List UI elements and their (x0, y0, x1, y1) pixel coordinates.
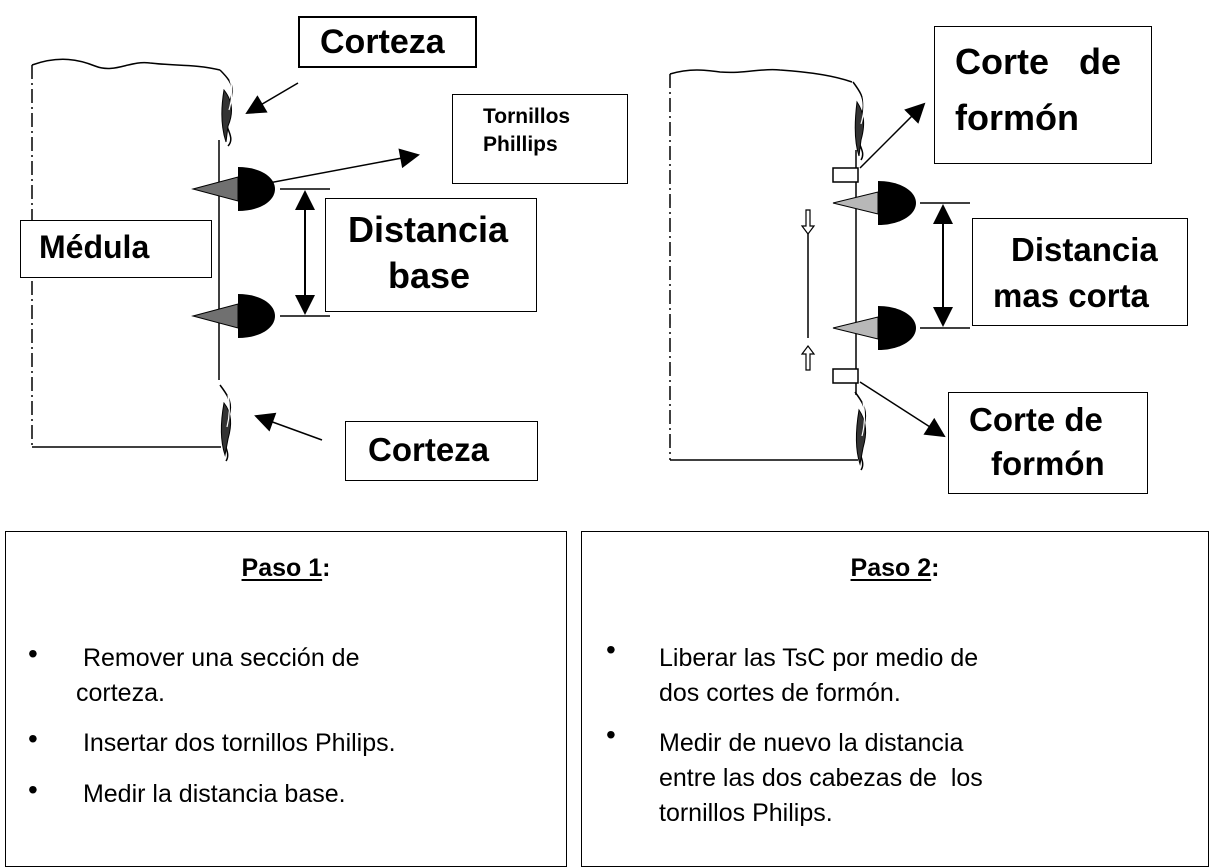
step-2-bullet-1-line-1: Liberar las TsC por medio de (659, 644, 979, 672)
label-distancia-mas-corta: Distancia mas corta (972, 218, 1188, 326)
bullet-dot: • (606, 634, 616, 665)
label-tornillos-line-1: Tornillos (483, 105, 571, 128)
label-corte-formon-top: Corte de formón (934, 26, 1152, 164)
label-corte-formon-bottom: Corte de formón (948, 392, 1148, 494)
right-bark-fragment-top (852, 81, 865, 161)
bullet-dot: • (28, 638, 38, 669)
label-distancia-corta-line-1: Distancia (1011, 231, 1158, 268)
step-2-bullet-1-line-2: dos cortes de formón. (659, 679, 901, 707)
step-2-title-colon: : (931, 554, 940, 582)
label-corteza-bottom-text: Corteza (368, 431, 490, 468)
arrow-to-screws-label (241, 148, 420, 189)
step-1-title: Paso 1: (6, 554, 566, 583)
left-top-edge (31, 58, 221, 71)
step-2-bullet-2-line-3: tornillos Philips. (659, 799, 833, 827)
right-tree-section (669, 68, 970, 471)
label-distancia-base-line-2: base (388, 255, 471, 296)
right-bark-fragment-bottom (854, 391, 867, 471)
arrow-to-top-bark (245, 82, 299, 115)
label-corte-bottom-line-2: formón (991, 445, 1105, 482)
step-1-bullet-3-line-1: Medir la distancia base. (76, 780, 346, 808)
label-medula: Médula (20, 220, 212, 278)
bark-fragment-top (219, 69, 234, 147)
right-screw-upper (832, 181, 916, 225)
step-1-title-underlined: Paso 1 (241, 554, 323, 582)
bark-fragment-bottom (219, 384, 232, 462)
step-2-bullet-2-line-1: Medir de nuevo la distancia (659, 729, 964, 757)
label-tornillos-line-2: Phillips (483, 133, 558, 156)
label-distancia-corta-line-2: mas corta (993, 277, 1149, 314)
step-1-bullet-1-line-2: corteza. (76, 679, 165, 707)
arrow-to-corte-top (859, 102, 926, 169)
label-corteza-bottom: Corteza (345, 421, 538, 481)
left-tree-section (31, 58, 420, 462)
step-2-title: Paso 2: (582, 554, 1208, 583)
chisel-cut-top (832, 167, 859, 183)
step-1-title-colon: : (322, 554, 331, 582)
step-1-box: Paso 1: • Remover una sección de corteza… (5, 531, 567, 867)
step-1-bullet-1-line-1: Remover una sección de (76, 644, 360, 672)
step-2-bullet-2-line-2: entre las dos cabezas de los (659, 764, 983, 792)
label-corteza-top: Corteza (298, 16, 477, 68)
label-corte-top-line-1: Corte de (955, 41, 1122, 82)
label-medula-text: Médula (39, 229, 150, 265)
right-screw-lower (832, 306, 916, 350)
bullet-dot: • (28, 723, 38, 754)
hollow-arrow-up (800, 345, 816, 371)
arrow-to-bottom-bark (254, 412, 323, 441)
hollow-arrow-down (800, 209, 816, 235)
step-2-title-underlined: Paso 2 (850, 554, 932, 582)
bullet-dot: • (28, 774, 38, 805)
right-top-edge (669, 68, 853, 83)
chisel-cut-bottom (832, 368, 859, 384)
label-distancia-base: Distancia base (325, 198, 537, 312)
label-corteza-top-text: Corteza (320, 23, 445, 61)
bullet-dot: • (606, 719, 616, 750)
label-corte-top-line-2: formón (955, 97, 1079, 138)
left-screw-lower (191, 294, 275, 338)
step-2-box: Paso 2: • Liberar las TsC por medio de d… (581, 531, 1209, 867)
left-screw-upper (191, 167, 275, 211)
label-tornillos-phillips: Tornillos Phillips (452, 94, 628, 184)
label-corte-bottom-line-1: Corte de (969, 401, 1103, 438)
arrow-to-corte-bottom (859, 381, 946, 438)
step-1-bullet-2-line-1: Insertar dos tornillos Philips. (76, 729, 396, 757)
label-distancia-base-line-1: Distancia (348, 209, 509, 250)
